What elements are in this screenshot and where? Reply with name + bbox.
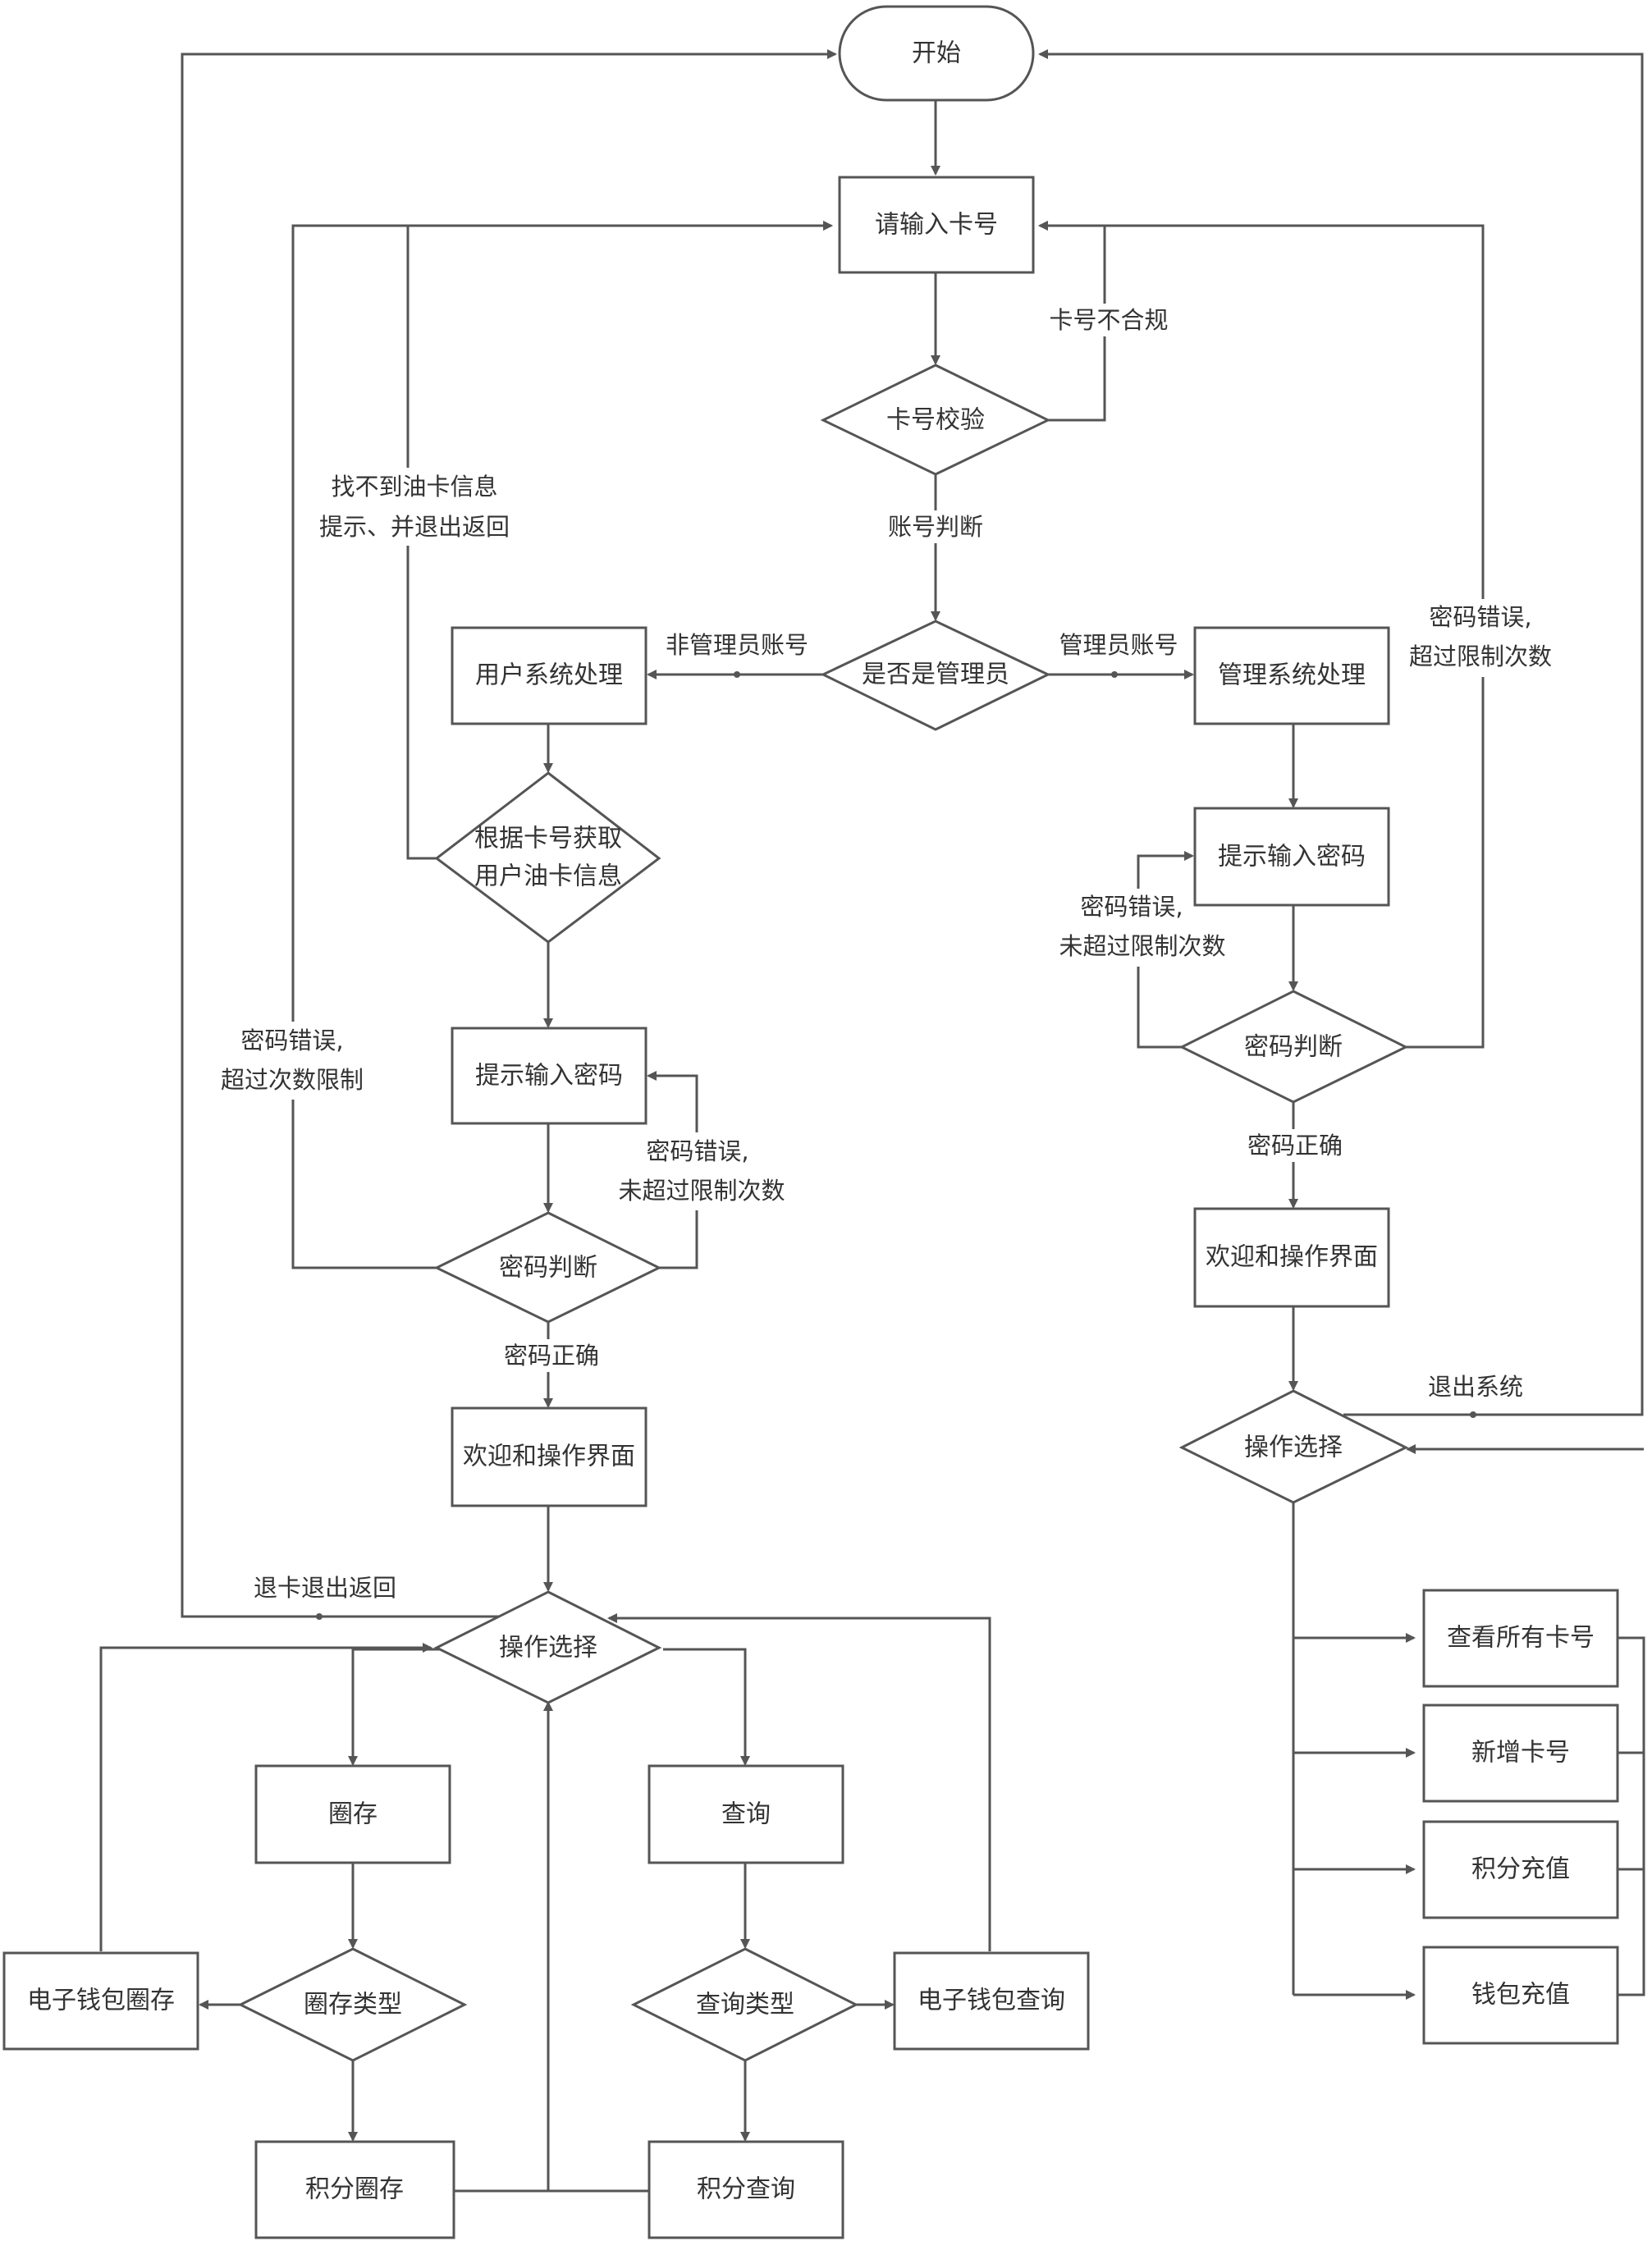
get-info-label-1: 根据卡号获取 xyxy=(474,825,622,853)
user-prompt-pwd-box[interactable] xyxy=(451,1027,648,1125)
label-user-wrong-exceeded-1: 密码错误, xyxy=(240,1027,343,1054)
label-eject-card: 退卡退出返回 xyxy=(254,1574,396,1602)
input-card-box[interactable] xyxy=(838,176,1035,274)
add-card-label: 新增卡号 xyxy=(1471,1739,1570,1768)
get-info-diamond[interactable] xyxy=(434,771,661,944)
admin-pwd-judge-diamond[interactable] xyxy=(1178,990,1409,1104)
connectors xyxy=(99,49,1645,2193)
edge-admin-ops-return xyxy=(1407,1449,1645,1996)
ewallet-query-box[interactable] xyxy=(893,1951,1090,2051)
points-recharge-label: 积分充值 xyxy=(1471,1855,1570,1884)
edge-ewallet-query-back xyxy=(607,1613,991,1951)
edge-dot xyxy=(316,1613,323,1620)
label-admin-wrong-exceeded-2: 超过限制次数 xyxy=(1409,643,1552,670)
label-user-wrong-exceeded-2: 超过次数限制 xyxy=(221,1066,364,1094)
user-op-select-diamond[interactable] xyxy=(433,1590,662,1704)
user-pwd-judge-diamond[interactable] xyxy=(433,1211,662,1324)
ewallet-deposit-box[interactable] xyxy=(2,1951,199,2051)
view-all-label: 查看所有卡号 xyxy=(1447,1624,1595,1653)
admin-prompt-pwd-label: 提示输入密码 xyxy=(1218,843,1366,871)
label-non-admin: 非管理员账号 xyxy=(666,631,808,659)
admin-op-select-label: 操作选择 xyxy=(1244,1434,1343,1462)
user-process-box[interactable] xyxy=(451,626,648,725)
ewallet-query-label: 电子钱包查询 xyxy=(918,1987,1065,2015)
is-admin-label: 是否是管理员 xyxy=(862,661,1009,689)
label-admin: 管理员账号 xyxy=(1059,631,1178,659)
user-welcome-label: 欢迎和操作界面 xyxy=(463,1443,635,1471)
label-user-wrong-not-exceeded-2: 未超过限制次数 xyxy=(618,1177,785,1205)
points-recharge-box[interactable] xyxy=(1422,1820,1619,1919)
label-admin-wrong-not-exceeded-1: 密码错误, xyxy=(1080,893,1183,921)
edge-dot xyxy=(734,671,740,678)
admin-prompt-pwd-box[interactable] xyxy=(1193,807,1390,907)
deposit-type-diamond[interactable] xyxy=(237,1947,468,2062)
user-op-select-label: 操作选择 xyxy=(499,1634,597,1662)
query-label: 查询 xyxy=(721,1800,771,1829)
label-user-pwd-ok: 密码正确 xyxy=(504,1342,599,1370)
edge-points-back xyxy=(454,1703,650,2193)
label-invalid-card: 卡号不合规 xyxy=(1049,306,1168,334)
label-admin-wrong-not-exceeded-2: 未超过限制次数 xyxy=(1059,932,1225,960)
deposit-type-label: 圈存类型 xyxy=(304,1991,402,2019)
admin-welcome-box[interactable] xyxy=(1193,1207,1390,1308)
query-type-label: 查询类型 xyxy=(696,1991,794,2019)
edge-dot xyxy=(1111,671,1118,678)
edge-eject-card xyxy=(181,49,837,1618)
label-not-found-2: 提示、并退出返回 xyxy=(319,513,510,541)
label-exit-system: 退出系统 xyxy=(1428,1373,1523,1401)
edge-select-to-query xyxy=(663,1648,750,1766)
edge-ewallet-deposit-back xyxy=(99,1643,432,1951)
admin-op-select-diamond[interactable] xyxy=(1178,1389,1409,1504)
points-query-box[interactable] xyxy=(648,2140,844,2239)
card-check-diamond[interactable] xyxy=(820,364,1051,476)
nodes: 开始 请输入卡号 卡号校验 是否是管理员 用户系统处理 根据卡号获取 用户油卡信… xyxy=(2,5,1619,2239)
edge-exit-system xyxy=(1038,49,1644,1416)
admin-pwd-judge-label: 密码判断 xyxy=(1244,1033,1343,1062)
edge-select-to-deposit xyxy=(348,1648,464,1766)
wallet-recharge-box[interactable] xyxy=(1422,1946,1619,2045)
edge-user-wrong-exceeded xyxy=(291,221,833,1269)
input-card-label: 请输入卡号 xyxy=(875,211,998,240)
ewallet-deposit-label: 电子钱包圈存 xyxy=(27,1987,175,2015)
points-query-label: 积分查询 xyxy=(697,2175,795,2204)
user-welcome-box[interactable] xyxy=(451,1406,648,1507)
is-admin-diamond[interactable] xyxy=(820,620,1051,731)
admin-welcome-label: 欢迎和操作界面 xyxy=(1206,1243,1378,1272)
add-card-box[interactable] xyxy=(1422,1704,1619,1803)
user-prompt-pwd-label: 提示输入密码 xyxy=(475,1062,623,1091)
query-type-diamond[interactable] xyxy=(630,1947,859,2062)
user-pwd-judge-label: 密码判断 xyxy=(499,1254,597,1283)
view-all-box[interactable] xyxy=(1422,1589,1619,1688)
label-admin-wrong-exceeded-1: 密码错误, xyxy=(1429,603,1531,631)
points-deposit-box[interactable] xyxy=(254,2140,455,2239)
query-box[interactable] xyxy=(648,1764,844,1864)
label-admin-pwd-ok: 密码正确 xyxy=(1247,1132,1343,1159)
admin-process-label: 管理系统处理 xyxy=(1218,661,1366,690)
card-check-label: 卡号校验 xyxy=(886,406,985,435)
admin-process-box[interactable] xyxy=(1193,626,1390,725)
start-label: 开始 xyxy=(912,39,961,68)
label-user-wrong-not-exceeded-1: 密码错误, xyxy=(646,1137,748,1165)
start-terminal[interactable] xyxy=(838,5,1035,102)
edge-labels: 卡号不合规 账号判断 非管理员账号 管理员账号 找不到油卡信息 提示、并退出返回… xyxy=(215,304,1553,1602)
user-process-label: 用户系统处理 xyxy=(475,661,623,690)
label-not-found-1: 找不到油卡信息 xyxy=(331,473,497,501)
points-deposit-label: 积分圈存 xyxy=(305,2175,404,2204)
label-account-judge: 账号判断 xyxy=(888,513,983,541)
deposit-label: 圈存 xyxy=(328,1800,378,1829)
get-info-label-2: 用户油卡信息 xyxy=(474,862,622,891)
deposit-box[interactable] xyxy=(254,1764,451,1864)
edge-dot xyxy=(1470,1411,1476,1418)
wallet-recharge-label: 钱包充值 xyxy=(1471,1981,1570,2010)
